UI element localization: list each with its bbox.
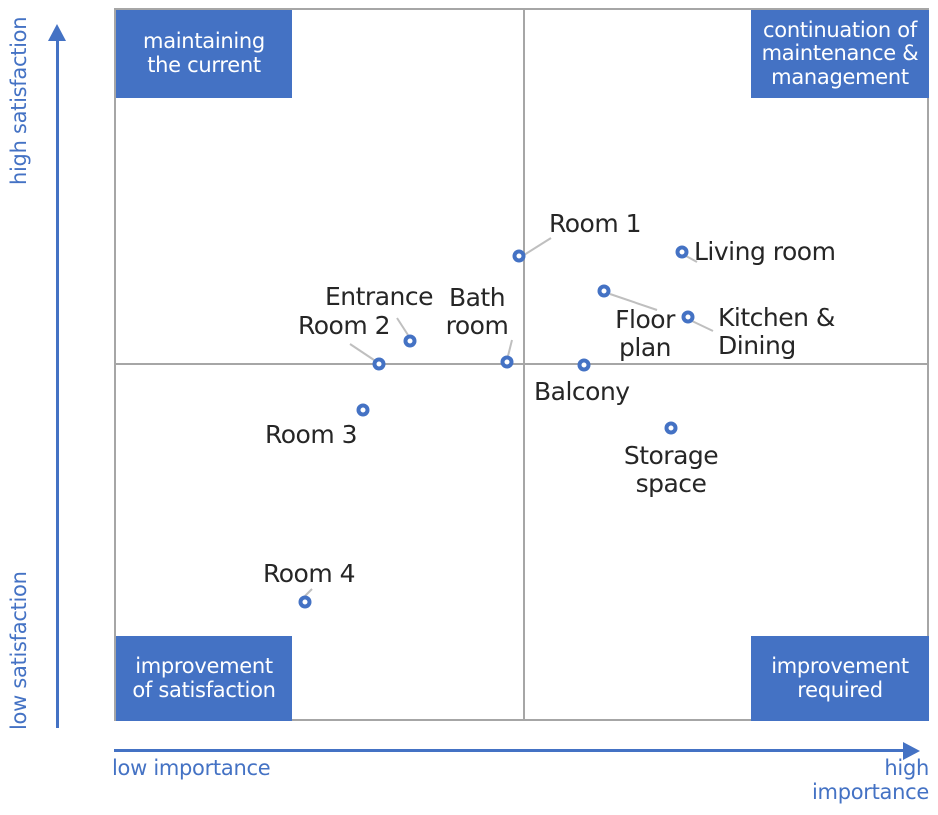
data-point-label: Kitchen & Dining xyxy=(718,303,835,360)
data-point-label: Room 2 xyxy=(297,311,391,340)
data-point[interactable] xyxy=(597,284,611,298)
data-point[interactable] xyxy=(512,249,526,263)
x-axis-label-high: high importance xyxy=(812,756,929,804)
y-axis-label-high: high satisfaction xyxy=(7,16,31,185)
data-point-label: Bath room xyxy=(445,283,509,340)
data-point[interactable] xyxy=(298,595,312,609)
quadrant-label-top-right: continuation of maintenance & management xyxy=(751,10,929,98)
data-point-label: Room 4 xyxy=(262,559,356,588)
data-point[interactable] xyxy=(500,355,514,369)
data-point[interactable] xyxy=(681,310,695,324)
y-axis-line xyxy=(56,38,59,728)
quadrant-label-bottom-left: improvement of satisfaction xyxy=(116,636,292,721)
data-point-label: Room 3 xyxy=(264,420,358,449)
data-point-label: Room 1 xyxy=(549,209,642,238)
data-point[interactable] xyxy=(675,245,689,259)
data-point-label: Floor plan xyxy=(615,305,675,362)
y-axis-label-low: low satisfaction xyxy=(7,571,31,730)
x-axis-label-low: low importance xyxy=(112,756,271,780)
data-point[interactable] xyxy=(664,421,678,435)
data-point-label: Living room xyxy=(694,237,836,266)
quadrant-label-bottom-right: improvement required xyxy=(751,636,929,721)
data-point[interactable] xyxy=(372,357,386,371)
data-point-label: Storage space xyxy=(623,441,719,498)
data-point[interactable] xyxy=(403,334,417,348)
quadrant-divider-horizontal xyxy=(114,363,929,365)
data-point-label: Balcony xyxy=(534,377,630,406)
data-point-label: Entrance xyxy=(324,282,434,311)
data-point[interactable] xyxy=(356,403,370,417)
quadrant-label-top-left: maintaining the current xyxy=(116,10,292,98)
x-axis-line xyxy=(114,749,906,752)
y-axis-arrow-icon xyxy=(48,24,66,41)
x-axis-arrow-icon xyxy=(903,742,920,760)
data-point[interactable] xyxy=(577,358,591,372)
